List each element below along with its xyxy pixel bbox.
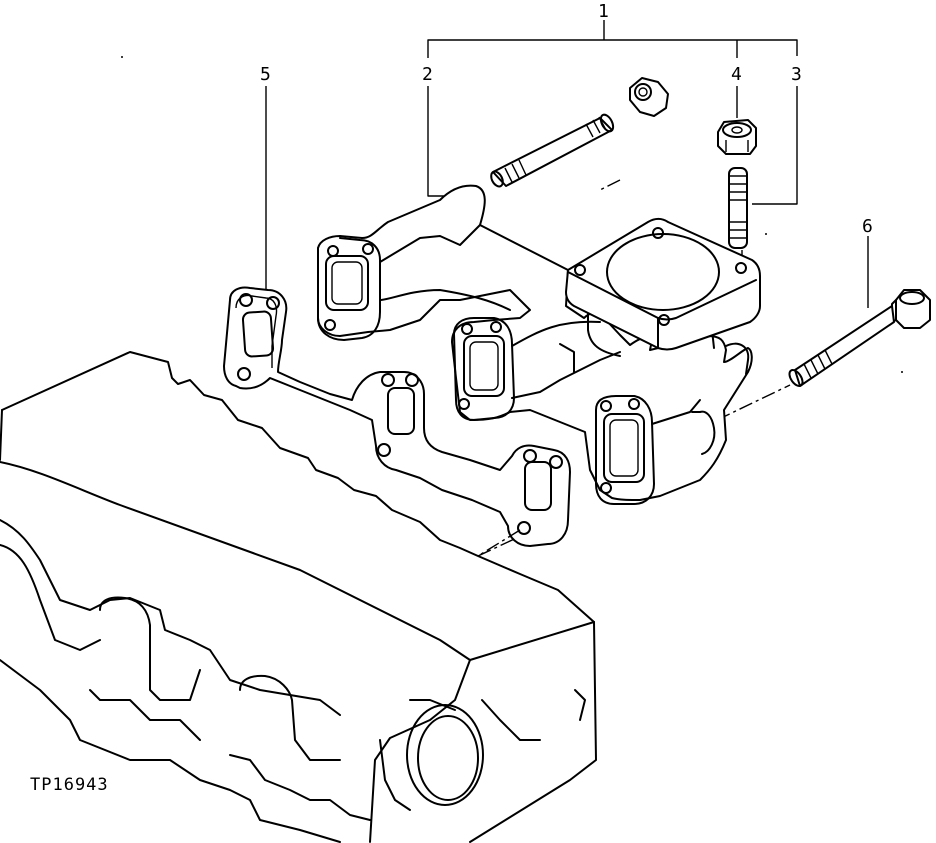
callout-5: 5 (260, 64, 271, 85)
manifold-gasket (223, 286, 571, 557)
scan-specks (121, 56, 903, 373)
cylinder-head (0, 351, 597, 843)
callout-6: 6 (862, 216, 873, 237)
exhaust-manifold (317, 184, 753, 505)
figure-id: TP16943 (30, 775, 109, 795)
callout-3: 3 (791, 64, 802, 85)
callout-2: 2 (422, 64, 433, 85)
manifold-bolt (788, 289, 931, 387)
flange-nut (717, 119, 757, 155)
callout-labels: 1 2 3 4 5 6 (260, 1, 873, 237)
flange-nut-upper (629, 77, 669, 117)
manifold-stud-upper (490, 113, 615, 188)
flange-stud (728, 167, 748, 249)
callout-4: 4 (731, 64, 742, 85)
turbo-mounting-flange (565, 218, 761, 351)
callout-leaders (265, 20, 869, 308)
callout-1: 1 (598, 1, 609, 22)
